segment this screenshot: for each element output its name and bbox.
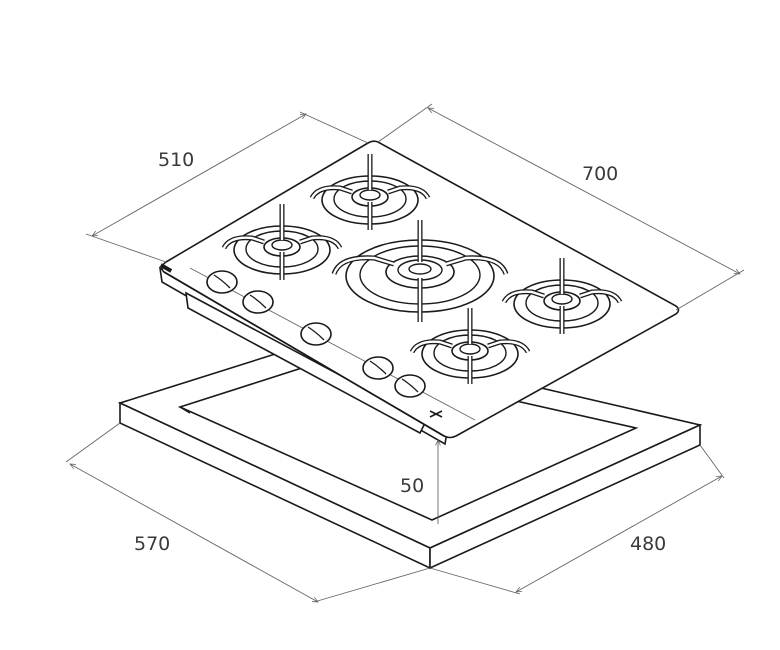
power-icon	[429, 410, 443, 418]
dim-label-480: 480	[630, 533, 666, 555]
knob-2	[242, 290, 274, 314]
dim-line-510	[92, 114, 306, 236]
brand-logo-mark	[159, 263, 173, 273]
knob-1	[206, 270, 238, 294]
dim-label-570: 570	[134, 533, 170, 555]
glass-front-edge	[163, 271, 445, 437]
knob-5	[394, 374, 426, 398]
dimension-lines	[65, 103, 745, 602]
knob-4	[362, 356, 394, 380]
glass-front-trim	[189, 267, 476, 421]
dim-line-480	[516, 476, 722, 592]
dim-line-570	[70, 464, 318, 602]
knob-3	[300, 322, 332, 346]
dim-label-50: 50	[400, 475, 424, 497]
dim-line-700	[428, 108, 740, 274]
dim-label-700: 700	[582, 163, 618, 185]
dim-label-510: 510	[158, 149, 194, 171]
frame-inner-opening	[177, 358, 639, 521]
